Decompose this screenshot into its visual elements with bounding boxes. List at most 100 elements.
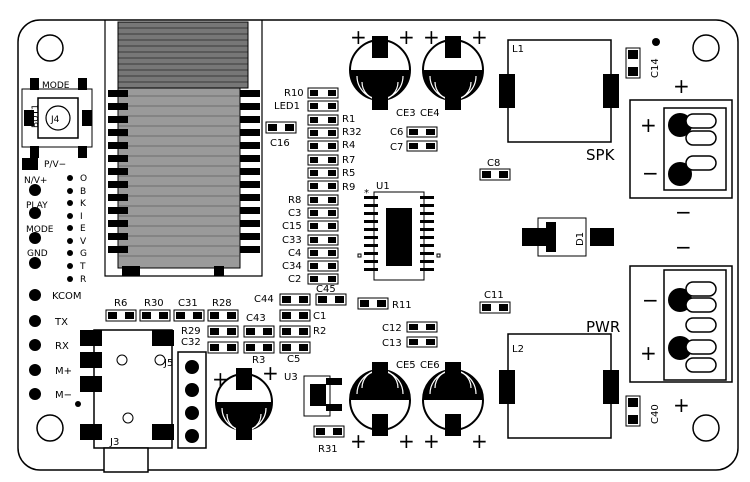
c12-c13: C12 C13 <box>382 321 438 349</box>
svg-text:+: + <box>398 429 415 453</box>
svg-text:C7: C7 <box>390 142 403 153</box>
svg-text:SPK: SPK <box>586 146 616 164</box>
bottom-passives: R6 R30 C31 R28 R29 C32 C43 C44 C45 C1 R2… <box>105 284 347 365</box>
label-c33: C33 <box>282 235 302 246</box>
svg-text:+: + <box>423 25 440 49</box>
wifi-module <box>104 20 263 277</box>
header-j5 <box>177 351 207 449</box>
dash-markers: − − <box>675 200 692 259</box>
label-c45: C45 <box>316 284 336 295</box>
svg-text:CE3: CE3 <box>396 108 416 119</box>
svg-text:+: + <box>673 393 690 417</box>
label-mminus: M− <box>55 390 72 401</box>
svg-text:+: + <box>350 25 367 49</box>
label-mode: MODE <box>42 81 70 91</box>
svg-text:U1: U1 <box>376 181 390 192</box>
dot-label-e: E <box>80 224 86 234</box>
svg-text:+: + <box>423 429 440 453</box>
cap-ce3: + + CE3 <box>349 25 416 119</box>
label-r8: R8 <box>288 195 301 206</box>
label-kcom: KCOM <box>52 291 82 302</box>
svg-text:+: + <box>471 25 488 49</box>
svg-text:PWR: PWR <box>586 318 620 336</box>
label-c1: C1 <box>313 311 326 322</box>
label-mplus: M+ <box>55 366 72 377</box>
label-pv: P/V− <box>44 160 66 170</box>
c6-c7: C6 C7 <box>390 126 438 153</box>
u1-ic: U1 * <box>357 181 441 281</box>
label-r29: R29 <box>181 326 201 337</box>
diode-d1: D1 <box>522 217 614 257</box>
inductor-l1: L1 <box>499 39 619 143</box>
label-c34: C34 <box>282 261 302 272</box>
svg-text:+: + <box>398 25 415 49</box>
passive-column: R10 LED1 R1 R32 R4 R7 R5 R9 R8 C3 C15 C3… <box>274 87 362 285</box>
svg-text:C11: C11 <box>484 290 504 301</box>
cap-ce6: + + CE6 <box>420 360 488 453</box>
label-r10: R10 <box>284 88 304 99</box>
cap-ce5: + + CE5 <box>349 360 416 453</box>
label-r9: R9 <box>342 182 355 193</box>
svg-text:C12: C12 <box>382 323 402 334</box>
svg-text:CE4: CE4 <box>420 108 440 119</box>
label-gnd: GND <box>27 249 48 259</box>
svg-text:−: − <box>675 235 692 259</box>
label-r7: R7 <box>342 155 355 166</box>
svg-text:D1: D1 <box>575 232 586 246</box>
svg-text:L2: L2 <box>512 344 524 355</box>
c16: C16 <box>265 121 297 149</box>
label-r6: R6 <box>114 298 127 309</box>
label-mode2: MODE <box>26 225 54 235</box>
dot-label-v: V <box>80 237 87 247</box>
svg-text:R31: R31 <box>318 444 338 455</box>
svg-text:C6: C6 <box>390 127 403 138</box>
r11: R11 <box>357 297 412 311</box>
svg-text:C8: C8 <box>487 158 500 169</box>
svg-text:+: + <box>640 113 657 137</box>
svg-text:C40: C40 <box>650 404 661 424</box>
label-led1: LED1 <box>274 101 300 112</box>
svg-text:CE6: CE6 <box>420 360 440 371</box>
label-r32: R32 <box>342 127 362 138</box>
mounting-holes <box>36 34 720 442</box>
svg-text:J5: J5 <box>163 358 173 369</box>
inductor-l2: L2 <box>499 333 619 439</box>
label-c5: C5 <box>287 354 300 365</box>
button-j4: MODE BUT1 J4 P/V− <box>21 78 93 170</box>
svg-text:L1: L1 <box>512 44 524 55</box>
label-play: PLAY <box>26 201 48 211</box>
label-tx: TX <box>54 317 68 328</box>
connector-pwr: − + PWR + <box>586 265 733 417</box>
label-r28: R28 <box>212 298 232 309</box>
label-c15: C15 <box>282 221 302 232</box>
dot-label-b: B <box>80 187 86 197</box>
r31: R31 <box>313 425 345 455</box>
label-nv: N/V+ <box>24 176 47 186</box>
svg-text:+: + <box>212 367 229 391</box>
svg-text:−: − <box>642 288 659 312</box>
label-r5: R5 <box>342 168 355 179</box>
dot-label-k: K <box>80 199 87 209</box>
label-but1: BUT1 <box>31 104 41 128</box>
svg-text:−: − <box>642 161 659 185</box>
label-r4: R4 <box>342 140 355 151</box>
label-c2: C2 <box>288 274 301 285</box>
dot-column: O B K I E V G T R <box>67 174 87 285</box>
c11: C11 <box>479 290 511 314</box>
label-c3: C3 <box>288 208 301 219</box>
svg-text:CE5: CE5 <box>396 360 416 371</box>
label-c44: C44 <box>254 294 274 305</box>
regulator-u3: U3 <box>284 372 342 417</box>
dot-label-i: I <box>80 212 83 222</box>
label-c32: C32 <box>181 337 201 348</box>
c8: C8 <box>479 158 511 181</box>
svg-text:+: + <box>673 74 690 98</box>
svg-text:C13: C13 <box>382 338 402 349</box>
label-c31: C31 <box>178 298 198 309</box>
svg-text:R3: R3 <box>252 355 265 366</box>
svg-text:C16: C16 <box>270 138 290 149</box>
dot-label-g: G <box>80 249 87 259</box>
label-r30: R30 <box>144 298 164 309</box>
c40: C40 <box>625 395 661 427</box>
